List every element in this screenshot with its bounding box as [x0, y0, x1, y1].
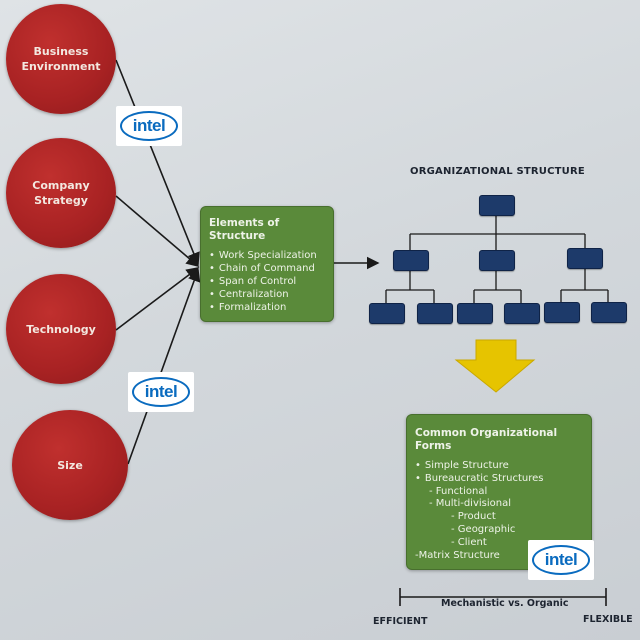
factor-line-2	[115, 195, 200, 268]
org-node-bottom	[457, 303, 493, 324]
list-item: - Geographic	[451, 523, 516, 535]
org-chart-lines	[385, 214, 609, 303]
org-node-mid	[567, 248, 603, 269]
factor-technology: Technology	[6, 274, 116, 384]
spectrum-right-label: FLEXIBLE	[583, 614, 633, 625]
factor-company-strategy: Company Strategy	[6, 138, 116, 248]
intel-logo-text: intel	[532, 545, 590, 575]
org-node-mid	[479, 250, 515, 271]
spectrum-left-label: EFFICIENT	[373, 616, 428, 627]
org-chart-title: ORGANIZATIONAL STRUCTURE	[410, 166, 585, 177]
down-arrow	[454, 339, 536, 393]
intel-logo: intel	[128, 372, 194, 412]
list-item: - Client	[451, 536, 487, 548]
elements-title: Elements of Structure	[209, 217, 280, 242]
org-node-mid	[393, 250, 429, 271]
factor-label: Business Environment	[21, 45, 101, 73]
org-node-bottom	[504, 303, 540, 324]
org-node-bottom	[591, 302, 627, 323]
factor-size: Size	[12, 410, 128, 520]
list-item: - Product	[451, 511, 496, 523]
list-item: Work Specialization	[209, 249, 333, 262]
org-node-bottom	[417, 303, 453, 324]
factor-label: Size	[57, 458, 83, 472]
intel-logo-text: intel	[132, 377, 190, 407]
org-node-bottom	[544, 302, 580, 323]
elements-of-structure-box: Elements of Structure Work Specializatio…	[200, 206, 334, 322]
list-item: Formalization	[209, 301, 333, 314]
spectrum-bracket	[399, 588, 607, 606]
list-item: Simple Structure	[407, 459, 591, 472]
list-item: - Functional	[429, 485, 488, 497]
org-node-top	[479, 195, 515, 216]
factor-label: Technology	[26, 322, 96, 336]
forms-title: Common Organizational Forms	[415, 427, 558, 452]
factor-business-environment: Business Environment	[6, 4, 116, 114]
list-item: Centralization	[209, 288, 333, 301]
intel-logo: intel	[116, 106, 182, 146]
factor-line-4	[127, 268, 201, 465]
intel-logo-text: intel	[120, 111, 178, 141]
intel-logo: intel	[528, 540, 594, 580]
list-item: -Matrix Structure	[415, 549, 500, 561]
list-item: - Multi-divisional	[429, 498, 512, 510]
factor-line-1	[115, 59, 200, 266]
spectrum-label: Mechanistic vs. Organic	[441, 598, 569, 609]
list-item: Bureaucratic Structures	[407, 472, 591, 485]
factor-label: Company Strategy	[32, 179, 90, 207]
elements-list: Work Specialization Chain of Command Spa…	[201, 249, 333, 314]
list-item: Chain of Command	[209, 262, 333, 275]
list-item: Span of Control	[209, 275, 333, 288]
org-node-bottom	[369, 303, 405, 324]
factor-line-3	[115, 267, 200, 331]
